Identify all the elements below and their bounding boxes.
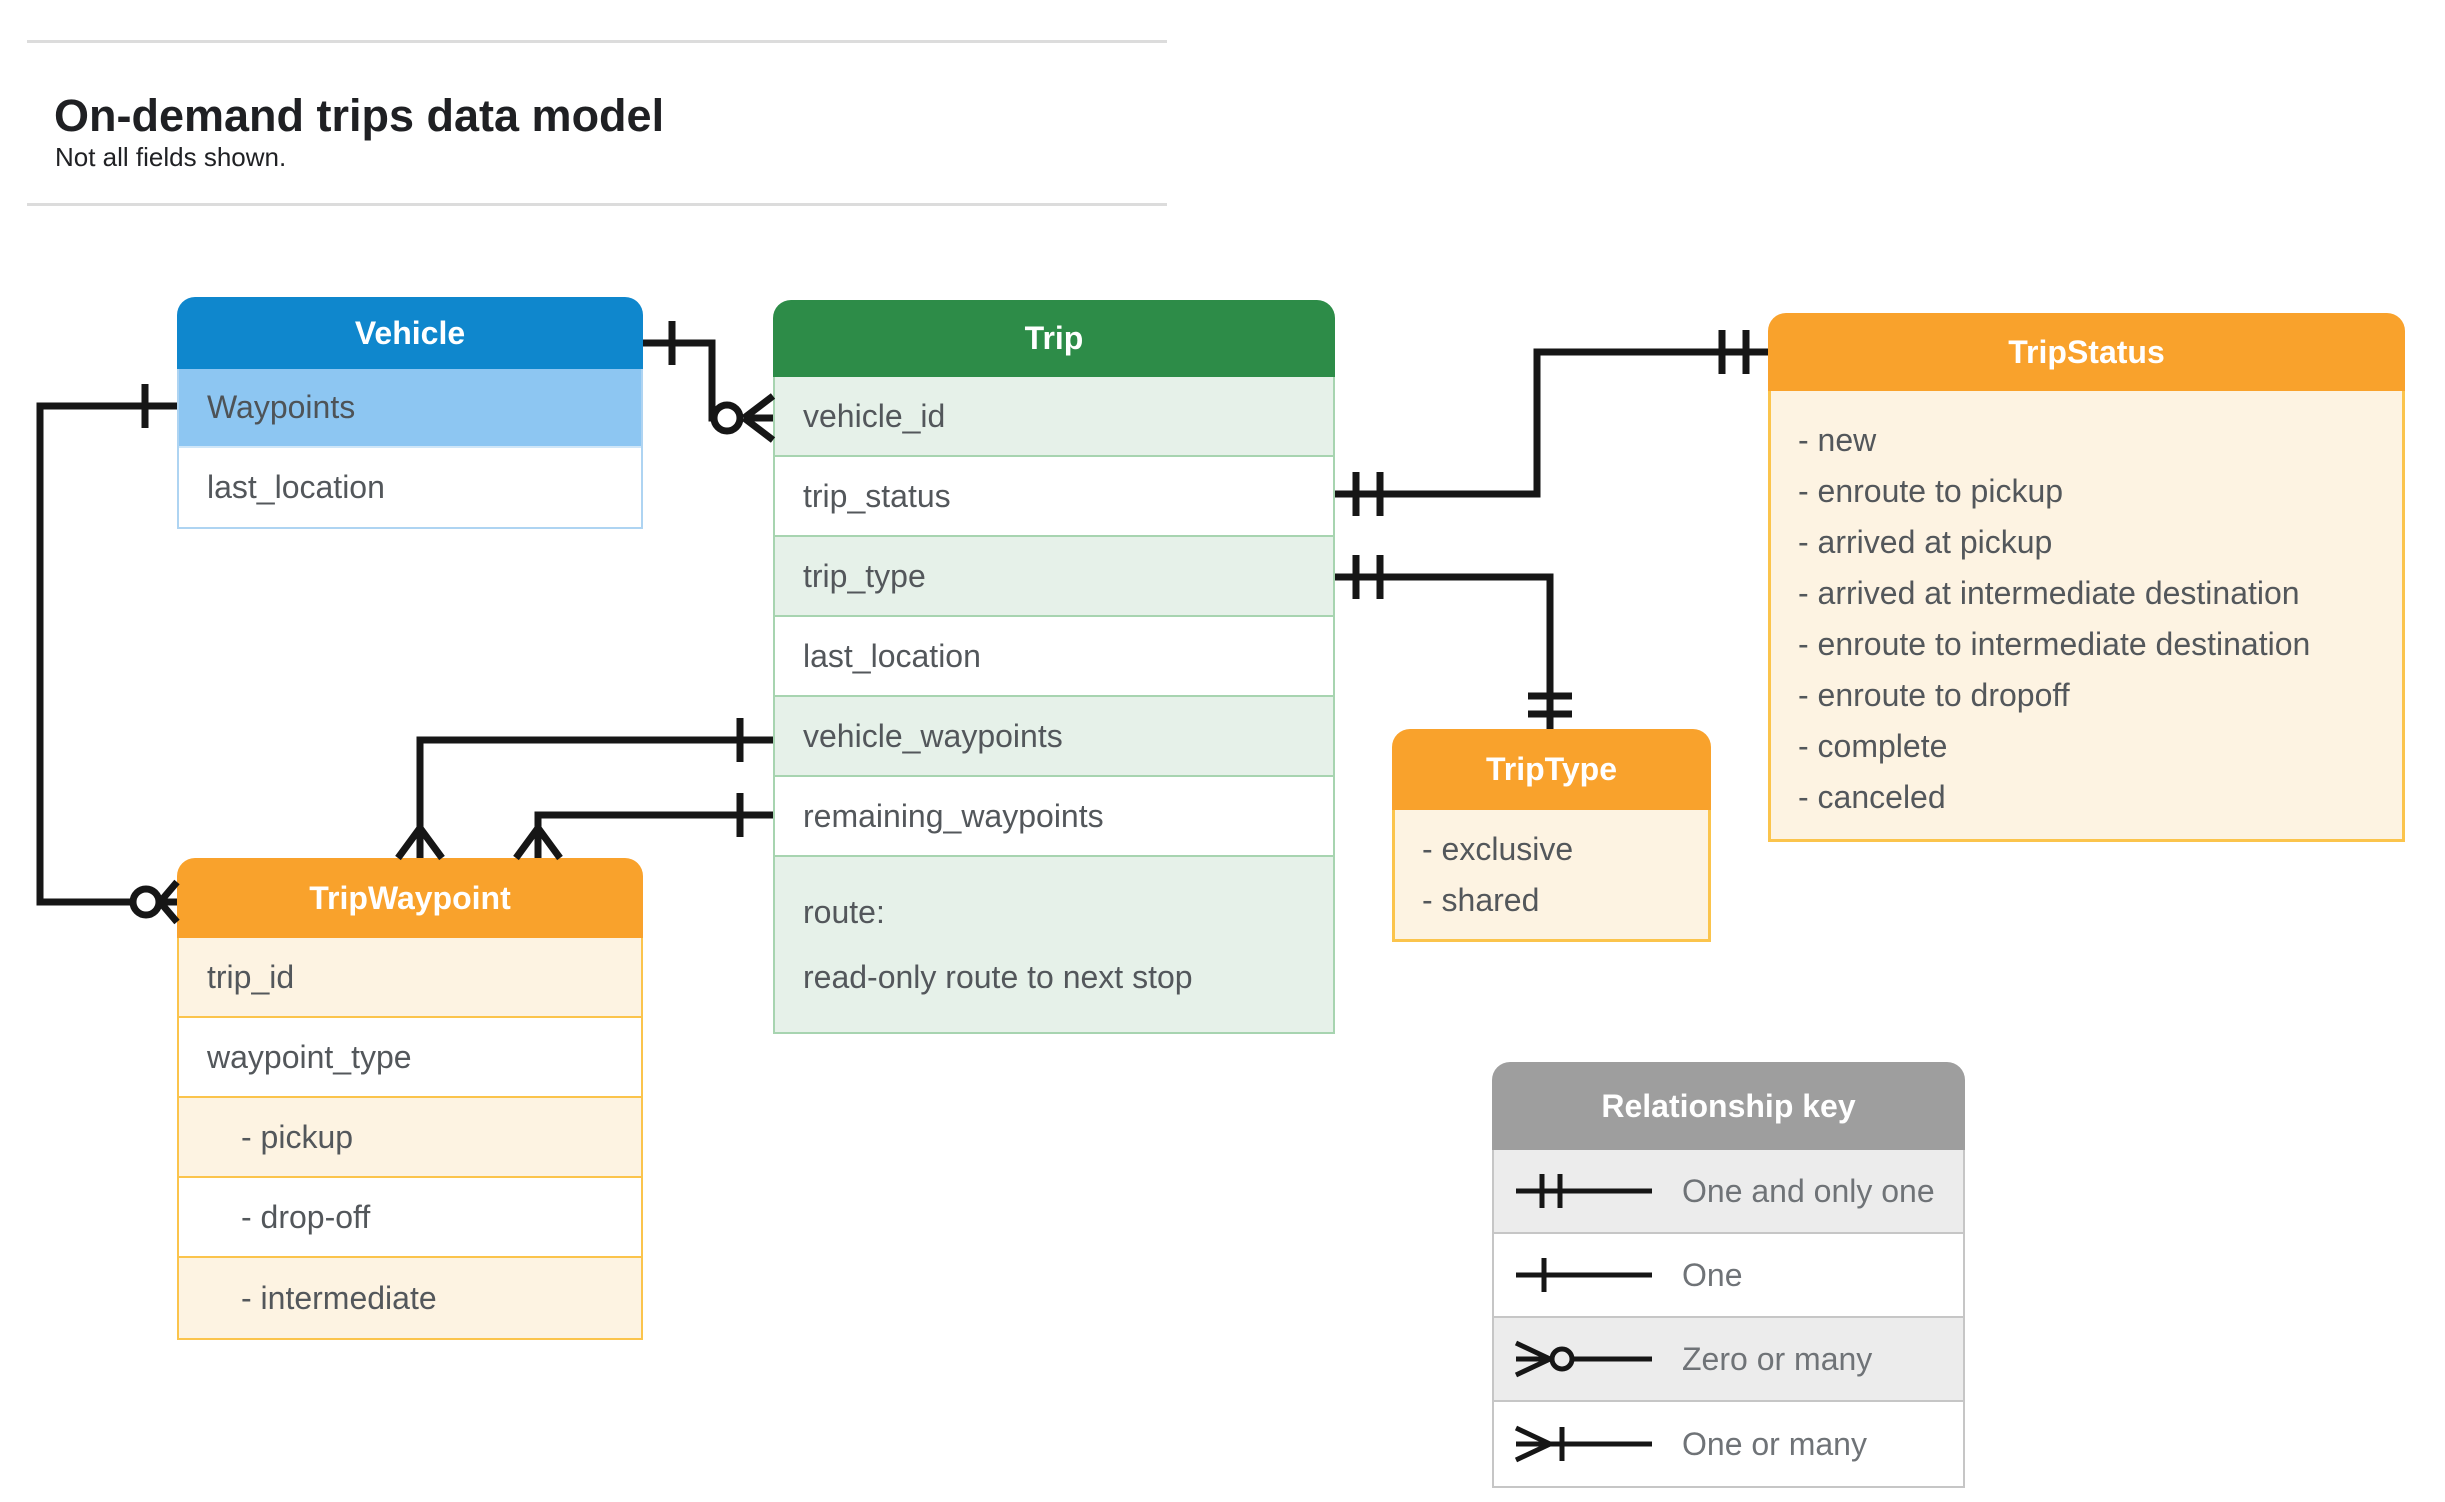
enum-item-exclusive: - exclusive [1422, 831, 1574, 867]
entity-tripstatus: TripStatus - new - enroute to pickup - arr… [1768, 313, 2405, 842]
entity-triptype-title: TripType [1392, 729, 1711, 810]
crow-foot-icon [395, 825, 445, 861]
one-and-only-one-tick-icon [1352, 472, 1384, 516]
page-subtitle: Not all fields shown. [55, 142, 287, 172]
entity-vehicle-title: Vehicle [177, 297, 643, 369]
top-divider [27, 40, 1167, 43]
enum-item-arrived-at-intermediate-destination: - arrived at intermediate destination [1798, 575, 2300, 611]
connector-trip-vehicle-waypoints-to-tripwaypoint [395, 718, 773, 861]
crow-foot-icon [741, 393, 776, 443]
connector-trip-status-to-tripstatus [1335, 330, 1768, 516]
enum-item-new: - new [1798, 422, 1877, 458]
enum-item-canceled: - canceled [1798, 779, 1946, 815]
row-intermediate: - intermediate [179, 1258, 641, 1338]
one-and-only-one-icon [1516, 1174, 1652, 1208]
enum-item-enroute-to-dropoff: - enroute to dropoff [1798, 677, 2070, 713]
crow-foot-icon [513, 825, 563, 861]
legend-row-one: One [1494, 1234, 1963, 1318]
connector-trip-type-to-triptype [1335, 555, 1572, 729]
row-pickup: - pickup [179, 1098, 641, 1178]
one-icon [1516, 1258, 1652, 1292]
entity-trip-title: Trip [773, 300, 1335, 377]
enum-item-shared: - shared [1422, 882, 1540, 918]
row-trip-type: trip_type [775, 537, 1333, 617]
row-vehicle-id: vehicle_id [775, 377, 1333, 457]
row-remaining-waypoints: remaining_waypoints [775, 777, 1333, 857]
crow-foot-icon [157, 879, 180, 925]
entity-triptype: TripType - exclusive - shared [1392, 729, 1711, 942]
one-and-only-one-tick-icon [1528, 692, 1572, 718]
one-and-only-one-tick-icon [1718, 330, 1750, 374]
row-trip-status: trip_status [775, 457, 1333, 537]
entity-triptype-body: - exclusive - shared [1392, 810, 1711, 942]
row-waypoints: Waypoints [179, 369, 641, 448]
zero-circle-icon [129, 885, 163, 919]
row-last-location: last_location [775, 617, 1333, 697]
enum-item-enroute-to-intermediate-destination: - enroute to intermediate destination [1798, 626, 2311, 662]
row-last-location: last_location [179, 448, 641, 527]
row-vehicle-waypoints: vehicle_waypoints [775, 697, 1333, 777]
connector-vehicle-to-trip-vehicle-id [643, 321, 776, 443]
entity-tripstatus-title: TripStatus [1768, 313, 2405, 391]
zero-circle-icon [710, 401, 744, 435]
row-drop-off: - drop-off [179, 1178, 641, 1258]
enum-item-enroute-to-pickup: - enroute to pickup [1798, 473, 2064, 509]
entity-tripstatus-body: - new - enroute to pickup - arrived at pic… [1768, 391, 2405, 842]
row-waypoint-type: waypoint_type [179, 1018, 641, 1098]
one-or-many-icon [1514, 1425, 1652, 1463]
entity-tripwaypoint-title: TripWaypoint [177, 858, 643, 938]
legend-row-one-and-only-one: One and only one [1494, 1150, 1963, 1234]
enum-item-arrived-at-pickup: - arrived at pickup [1798, 524, 2053, 560]
legend-label: One [1682, 1256, 1743, 1293]
bottom-divider [27, 203, 1167, 206]
legend-label: One and only one [1682, 1172, 1935, 1209]
legend-row-zero-or-many: Zero or many [1494, 1318, 1963, 1402]
enum-item-complete: - complete [1798, 728, 1948, 764]
one-and-only-one-tick-icon [1352, 555, 1384, 599]
legend-label: Zero or many [1682, 1340, 1873, 1377]
row-trip-id: trip_id [179, 938, 641, 1018]
legend-row-one-or-many: One or many [1494, 1402, 1963, 1486]
page-title: On-demand trips data model [54, 90, 665, 141]
legend-label: One or many [1682, 1425, 1867, 1462]
connector-vehicle-waypoints-to-tripwaypoint [36, 384, 180, 925]
relationship-key-title: Relationship key [1492, 1062, 1965, 1150]
connector-trip-remaining-waypoints-to-tripwaypoint [513, 793, 773, 861]
zero-or-many-icon [1514, 1340, 1652, 1378]
row-route: route:read-only route to next stop [775, 857, 1333, 1032]
